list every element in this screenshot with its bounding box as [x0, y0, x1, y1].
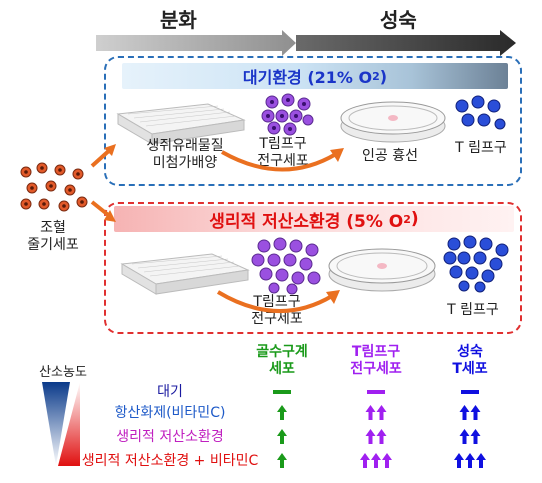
column-bone-marrow-line1: 골수구계: [256, 344, 308, 360]
marker-r1-c0: [277, 405, 287, 420]
stem-to-physiological-arrow: [90, 200, 116, 222]
physiological-title-end: ): [410, 209, 419, 229]
physiological-tcell-label: T 림프구: [447, 302, 499, 318]
row-label-atmospheric: 대기: [157, 384, 183, 400]
atmospheric-culture-plate: [116, 103, 246, 145]
atmospheric-culture-label-1: 생쥐유래물질: [146, 138, 224, 154]
physiological-tcells: [443, 235, 509, 293]
stem-label-1: 조혈: [40, 220, 66, 236]
column-bone-marrow: 골수구계 세포: [242, 344, 322, 378]
stem-label-2: 줄기세포: [27, 237, 79, 253]
physiological-progenitor-label: T림프구 전구세포: [242, 294, 312, 328]
physiological-flow-arrow: [216, 290, 340, 313]
oxygen-gradient-triangles: [42, 382, 80, 466]
marker-r3-c2: [454, 453, 486, 468]
atmospheric-culture-label-2: 미첨가배양: [152, 155, 218, 171]
marker-r3-c1: [360, 453, 392, 468]
physiological-title: 생리적 저산소환경 (5% O: [209, 211, 404, 232]
atmospheric-progenitor-label-2: 전구세포: [257, 153, 309, 169]
column-mature: 성숙 T세포: [430, 344, 510, 378]
maturation-label: 성숙: [380, 8, 417, 32]
atmospheric-title-end: ): [379, 66, 388, 86]
stem-label: 조혈 줄기세포: [18, 220, 88, 254]
column-mature-line2: T세포: [452, 361, 488, 377]
atmospheric-culture-label: 생쥐유래물질 미첨가배양: [130, 138, 240, 172]
marker-r1-c1: [365, 405, 387, 420]
marker-r2-c0: [277, 429, 287, 444]
physiological-progenitor-label-2: 전구세포: [251, 311, 303, 327]
marker-r3-c0: [277, 453, 287, 468]
atmospheric-progenitor-label: T림프구 전구세포: [248, 136, 318, 170]
atmospheric-flow-arrow: [221, 148, 344, 172]
atmospheric-progenitor-cells: [261, 93, 314, 136]
oxygen-label: 산소농도: [39, 365, 87, 380]
column-progenitor: T림프구 전구세포: [336, 344, 416, 378]
stem-cell-cluster: [20, 162, 88, 212]
row-label-combined: 생리적 저산소환경 + 비타민C: [81, 453, 259, 469]
marker-r0-c2: [461, 390, 479, 394]
row-label-physiological: 생리적 저산소환경: [116, 429, 224, 445]
marker-r0-c1: [367, 390, 385, 394]
atmospheric-title: 대기환경 (21% O: [242, 68, 373, 87]
atmospheric-title-sub: 2: [372, 69, 380, 83]
differentiation-arrow: [96, 30, 296, 56]
differentiation-label: 분화: [160, 8, 197, 32]
marker-r0-c0: [273, 390, 291, 394]
physiological-progenitor-label-1: T림프구: [253, 294, 301, 310]
column-bone-marrow-line2: 세포: [269, 361, 295, 377]
physiological-box: [104, 202, 522, 334]
column-mature-line1: 성숙: [457, 344, 483, 360]
physiological-title-sub: 2: [403, 212, 411, 226]
marker-r2-c2: [459, 429, 481, 444]
marker-r1-c2: [459, 405, 481, 420]
maturation-arrow: [296, 30, 516, 56]
atmospheric-thymus-label: 인공 흉선: [362, 148, 418, 164]
row-label-antioxidant: 항산화제(비타민C): [114, 405, 226, 421]
atmospheric-tcell-label: T 림프구: [455, 140, 507, 156]
column-progenitor-line1: T림프구: [351, 344, 401, 360]
stem-to-atmospheric-arrow: [90, 144, 116, 168]
atmospheric-box: [104, 56, 522, 186]
physiological-thymus-dish: [328, 248, 436, 292]
physiological-progenitor-cells: [251, 237, 321, 295]
atmospheric-progenitor-label-1: T림프구: [259, 136, 307, 152]
column-progenitor-line2: 전구세포: [350, 361, 402, 377]
marker-r2-c1: [365, 429, 387, 444]
atmospheric-thymus-dish: [340, 101, 446, 143]
atmospheric-tcells: [455, 95, 506, 130]
physiological-culture-plate: [120, 253, 250, 295]
